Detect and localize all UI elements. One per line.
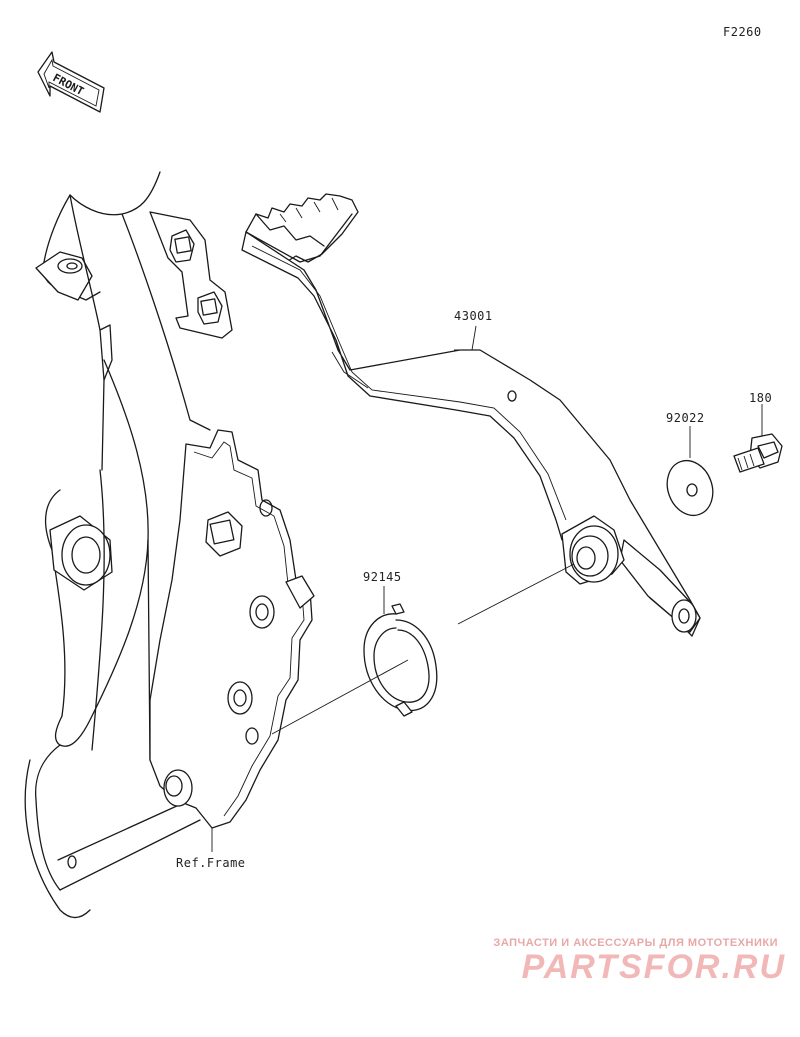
part-number-180[interactable]: 180 <box>749 391 773 405</box>
part-number-92145[interactable]: 92145 <box>363 570 402 584</box>
bolt-drawing <box>733 433 783 473</box>
figure-code: F2260 <box>723 25 762 39</box>
brake-pedal-drawing <box>241 193 701 637</box>
watermark-brand: PARTSFOR.RU <box>521 948 786 986</box>
part-number-43001[interactable]: 43001 <box>454 309 493 323</box>
part-number-92022[interactable]: 92022 <box>666 411 705 425</box>
watermark-tagline: ЗАПЧАСТИ И АКСЕССУАРЫ ДЛЯ МОТОТЕХНИКИ <box>493 937 778 949</box>
frame-drawing <box>24 171 315 919</box>
ref-frame-label: Ref.Frame <box>176 856 246 870</box>
leader-43001 <box>454 325 477 351</box>
washer-drawing <box>666 459 714 517</box>
front-arrow-icon: FRONT <box>37 51 105 113</box>
pivot-axis-line-b <box>271 659 409 735</box>
pivot-axis-line-a <box>457 563 575 625</box>
spring-drawing <box>363 603 438 717</box>
